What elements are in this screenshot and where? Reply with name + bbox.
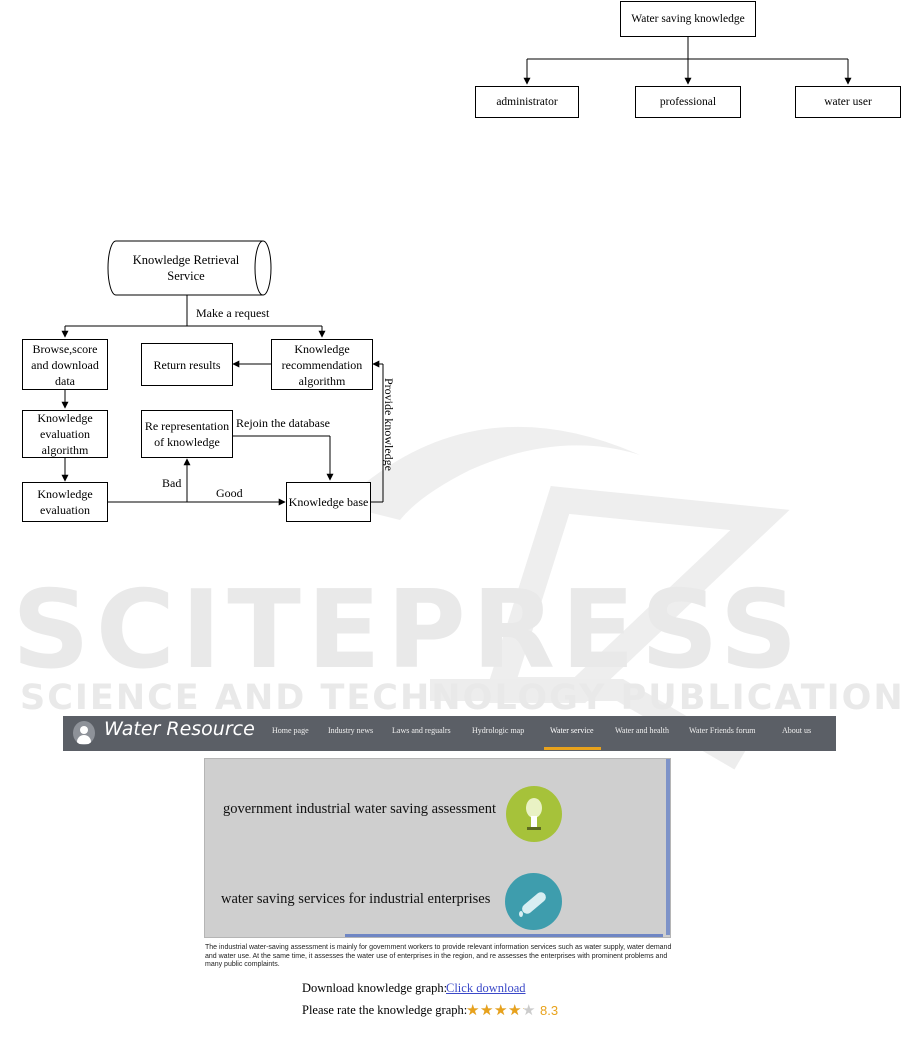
service-item-enterprises[interactable]: water saving services for industrial ent… — [221, 891, 491, 907]
service-panel: government industrial water saving asses… — [204, 758, 671, 938]
service-item-assessment[interactable]: government industrial water saving asses… — [223, 801, 497, 817]
child-node-professional: professional — [635, 86, 741, 118]
tree-bulb-icon[interactable] — [506, 786, 562, 842]
panel-scrollbar-horizontal[interactable] — [345, 934, 663, 937]
service-description: The industrial water-saving assessment i… — [205, 944, 672, 969]
knowledge-base-node: Knowledge base — [286, 482, 371, 522]
panel-scrollbar-vertical[interactable] — [666, 759, 670, 935]
nav-home[interactable]: Home page — [272, 726, 309, 735]
site-navbar: Water Resource Home page Industry news L… — [63, 716, 836, 751]
user-avatar-icon[interactable] — [73, 721, 95, 745]
nav-hydrologic-map[interactable]: Hydrologic map — [472, 726, 525, 735]
star-icon[interactable]: ★★ — [522, 1001, 536, 1019]
download-link[interactable]: Click download — [446, 981, 526, 995]
download-label: Download knowledge graph: — [302, 981, 448, 995]
rejoin-label: Rejoin the database — [236, 416, 330, 430]
watermark-tagline: SCIENCE AND TECHNOLOGY PUBLICATIONS — [20, 678, 901, 718]
nav-water-health[interactable]: Water and health — [615, 726, 669, 735]
star-icon[interactable]: ★★ — [480, 1001, 494, 1019]
site-title: Water Resource — [104, 718, 255, 740]
nav-laws[interactable]: Laws and regualrs — [392, 726, 451, 735]
nav-forum[interactable]: Water Friends forum — [689, 726, 756, 735]
star-icon[interactable]: ★★ — [466, 1001, 480, 1019]
active-nav-indicator — [544, 747, 601, 750]
rate-label: Please rate the knowledge graph: — [302, 1003, 468, 1017]
re-representation-node: Re representation of knowledge — [141, 410, 233, 458]
service-node: Knowledge Retrieval Service — [132, 253, 240, 283]
star-fill: ★ — [522, 1002, 524, 1018]
nav-about[interactable]: About us — [782, 726, 812, 735]
make-request-label: Make a request — [196, 306, 270, 320]
evaluation-algorithm-node: Knowledge evaluation algorithm — [22, 410, 108, 458]
watermark-brand: SCITEPRESS — [12, 568, 804, 693]
evaluation-node: Knowledge evaluation — [22, 482, 108, 522]
good-label: Good — [216, 486, 243, 500]
bad-label: Bad — [162, 476, 182, 490]
star-fill: ★ — [508, 1002, 522, 1018]
return-results-node: Return results — [141, 343, 233, 386]
root-node: Water saving knowledge — [620, 1, 756, 37]
rating-value: 8.3 — [540, 1003, 559, 1018]
star-icon[interactable]: ★★ — [508, 1001, 522, 1019]
nav-industry-news[interactable]: Industry news — [328, 726, 374, 735]
star-fill: ★ — [480, 1002, 494, 1018]
recommendation-node: Knowledge recommendation algorithm — [271, 339, 373, 390]
child-node-water-user: water user — [795, 86, 901, 118]
star-fill: ★ — [494, 1002, 508, 1018]
water-bottle-icon[interactable] — [505, 873, 562, 930]
star-fill: ★ — [466, 1002, 480, 1018]
child-node-administrator: administrator — [475, 86, 579, 118]
browse-node: Browse,score and download data — [22, 339, 108, 390]
star-icon[interactable]: ★★ — [494, 1001, 508, 1019]
nav-water-service[interactable]: Water service — [550, 726, 594, 735]
rating-stars[interactable]: ★★★★★★★★★★ — [466, 1002, 536, 1018]
